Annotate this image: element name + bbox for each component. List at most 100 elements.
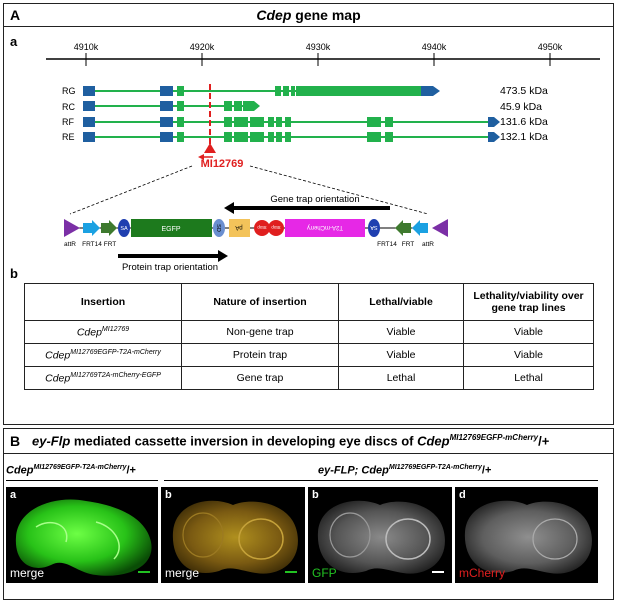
scale-bar [285, 571, 297, 573]
scale-bar [138, 571, 150, 573]
exon-box [268, 117, 274, 127]
panel-b-title: ey-Flp mediated cassette inversion in de… [32, 433, 550, 449]
panel-a-frame: A Cdep gene map [3, 3, 614, 425]
exon-box [224, 101, 232, 111]
micrograph-c-gfp: b GFP [308, 487, 452, 583]
pa-box [229, 219, 250, 237]
stop-label: Stop [257, 225, 267, 230]
panel-a-title: Cdep gene map [256, 7, 361, 23]
ruler-tick-label: 4940k [422, 42, 447, 52]
table-cell: Viable [463, 320, 594, 344]
table-cell: Viable [463, 343, 594, 367]
eye-disc-image [464, 500, 592, 574]
sa-right-oval [368, 219, 380, 237]
utr-box [83, 86, 95, 96]
attr-left-label: attR [64, 241, 76, 248]
frt-right-arrow [395, 220, 411, 236]
exon-box [160, 132, 173, 142]
panel-a-header: A Cdep gene map [4, 4, 613, 27]
frt14-right-arrow [412, 220, 428, 236]
subpanel-b-label: b [10, 266, 18, 281]
exon-box [224, 117, 232, 127]
insertion-label: MI12769 [201, 158, 244, 170]
sa-left-label: SA [120, 226, 128, 232]
ruler-tick-label: 4910k [74, 42, 99, 52]
egfp-box [131, 219, 212, 237]
ruler-tick-label: 4950k [538, 42, 563, 52]
micrograph-letter: a [10, 489, 17, 501]
utr-box [83, 117, 95, 127]
micrograph-b-merge: b merge [161, 487, 305, 583]
attr-right-label: attR [422, 241, 434, 248]
table-header-row: Insertion Nature of insertion Lethal/via… [24, 283, 594, 321]
utr-box [83, 101, 95, 111]
t2a-mcherry-box [285, 219, 365, 237]
exon-box [250, 117, 264, 127]
utr-arrow [421, 86, 440, 96]
exon-box [177, 101, 184, 111]
micrograph-letter: d [459, 489, 466, 501]
exon-box [385, 132, 393, 142]
micrograph-letter: b [165, 489, 172, 501]
transcript-label: RG [62, 86, 76, 96]
micrograph-d-mcherry: d mCherry [455, 487, 598, 583]
table-cell: Gene trap [181, 366, 339, 390]
exon-box [160, 86, 173, 96]
exon-box [177, 117, 184, 127]
pa-label: pA [235, 224, 242, 230]
zoom-line [249, 165, 429, 215]
table-header: Nature of insertion [181, 283, 339, 321]
sa-left-oval [118, 219, 130, 237]
exon-box [160, 101, 173, 111]
attr-right-triangle [432, 219, 448, 237]
table-cell-insertion: CdepMI12769 [24, 320, 182, 344]
zoom-line [69, 165, 193, 215]
micrograph-caption: merge [10, 566, 45, 580]
eye-disc-image [172, 500, 298, 574]
exon-box [234, 117, 248, 127]
kda-value: 131.6 kDa [500, 116, 548, 128]
table-cell-insertion: CdepMI12769T2A-mCherry-EGFP [24, 366, 182, 390]
ruler-tick-label: 4930k [306, 42, 331, 52]
left-genotype-underline [6, 480, 158, 481]
right-genotype-underline [164, 480, 598, 481]
micrograph-caption: mCherry [459, 566, 506, 580]
insertion-direction-arrowhead [198, 154, 204, 160]
micrograph-a-merge: a merge [6, 487, 158, 583]
kda-value: 45.9 kDa [500, 101, 542, 113]
exon-box [283, 86, 289, 96]
exon-box [367, 117, 381, 127]
frt-left-label: FRT [104, 241, 117, 248]
insertion-triangle [204, 143, 216, 153]
gene-map: 4910k 4920k 4930k 4940k 4950k RG 473.5 k… [46, 42, 600, 273]
frt14-right-label: FRT14 [377, 241, 397, 248]
t2a-mcherry-label: T2A-mCherry [307, 224, 343, 230]
table-header: Lethality/viability over gene trap lines [463, 283, 594, 321]
table-cell: Viable [338, 343, 464, 367]
gene-trap-orientation-label: Gene trap orientation [270, 194, 359, 205]
exon-box [416, 86, 421, 96]
table-cell-insertion: CdepMI12769EGFP-T2A-mCherry [24, 343, 182, 367]
exon-box [234, 101, 242, 111]
scale-bar [432, 571, 444, 573]
table-row: CdepMI12769T2A-mCherry-EGFP Gene trap Le… [24, 366, 594, 390]
stop-circle [254, 220, 270, 236]
exon-box [250, 132, 264, 142]
frt14-left-label: FRT14 [82, 241, 102, 248]
utr-box [83, 132, 95, 142]
sa-right-label: SA [370, 224, 378, 230]
exon-box [177, 132, 184, 142]
exon-box [385, 117, 393, 127]
utr-arrow [488, 117, 500, 127]
sd-left-label: SD [215, 224, 221, 232]
exon-box [177, 86, 184, 96]
table-cell: Lethal [338, 366, 464, 390]
table-cell: Lethal [463, 366, 594, 390]
table-row: CdepMI12769 Non-gene trap Viable Viable [24, 320, 594, 344]
exon-box [367, 132, 381, 142]
exon-box [285, 132, 291, 142]
eye-disc-image [15, 499, 152, 576]
stop-circle [268, 220, 284, 236]
micrograph-caption: merge [165, 566, 200, 580]
